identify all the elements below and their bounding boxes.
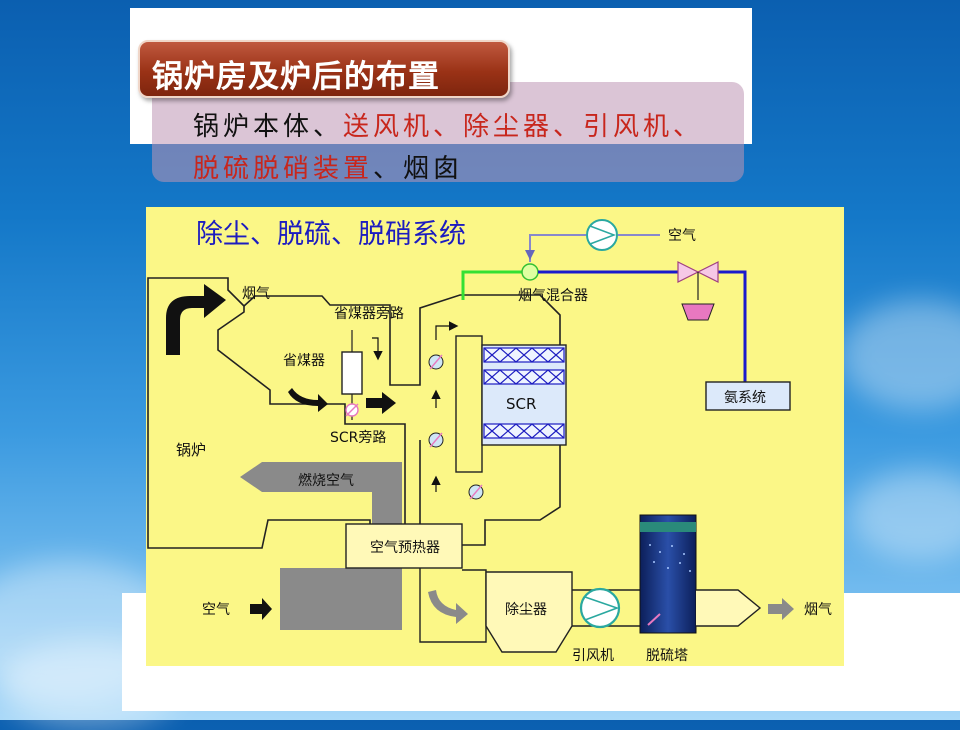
valve-actuator-icon <box>682 304 714 320</box>
flow-arrow <box>372 338 378 358</box>
flue-gas-out-label: 烟气 <box>804 602 832 618</box>
tower-spray-level <box>640 522 696 532</box>
flow-arrow <box>525 250 535 260</box>
ammonia-line <box>718 272 745 382</box>
induced-fan-label: 引风机 <box>572 648 614 664</box>
flue-duct-outline <box>420 568 486 642</box>
dust-collector-label: 除尘器 <box>505 602 547 618</box>
combustion-air-label: 燃烧空气 <box>298 472 354 489</box>
air-top-label: 空气 <box>668 228 696 244</box>
air-preheater-label: 空气预热器 <box>370 540 440 556</box>
induced-fan-icon <box>581 589 619 627</box>
flue-gas-mixer-label: 烟气混合器 <box>518 288 588 304</box>
diagram-title: 除尘、脱硫、脱硝系统 <box>196 219 466 250</box>
dilution-air-line <box>530 235 586 262</box>
boiler-flow-arrow <box>166 284 226 355</box>
economizer-bypass-label: 省煤器旁路 <box>334 305 404 322</box>
ammonia-system-label: 氨系统 <box>724 390 766 406</box>
scr-inner-duct <box>456 336 482 472</box>
flow-arrow <box>428 590 468 624</box>
flow-arrow <box>288 388 328 412</box>
combustion-air-duct <box>280 590 402 630</box>
flow-arrow <box>436 326 456 340</box>
economizer-label: 省煤器 <box>283 353 325 369</box>
outlet-duct <box>696 590 760 626</box>
flue-gas-top-label: 烟气 <box>242 286 270 302</box>
scr-label: SCR <box>506 395 536 413</box>
boiler-label: 锅炉 <box>176 441 206 459</box>
air-inlet-label: 空气 <box>202 602 230 618</box>
scr-bypass-label: SCR旁路 <box>330 429 386 446</box>
desulfurization-tower <box>640 515 696 633</box>
flue-gas-mixer-icon <box>522 264 538 280</box>
desulfurization-tower-label: 脱硫塔 <box>646 648 688 664</box>
flow-arrow <box>250 598 272 620</box>
flow-arrow <box>768 598 794 620</box>
flow-arrow <box>366 392 396 414</box>
economizer-box <box>342 352 362 394</box>
